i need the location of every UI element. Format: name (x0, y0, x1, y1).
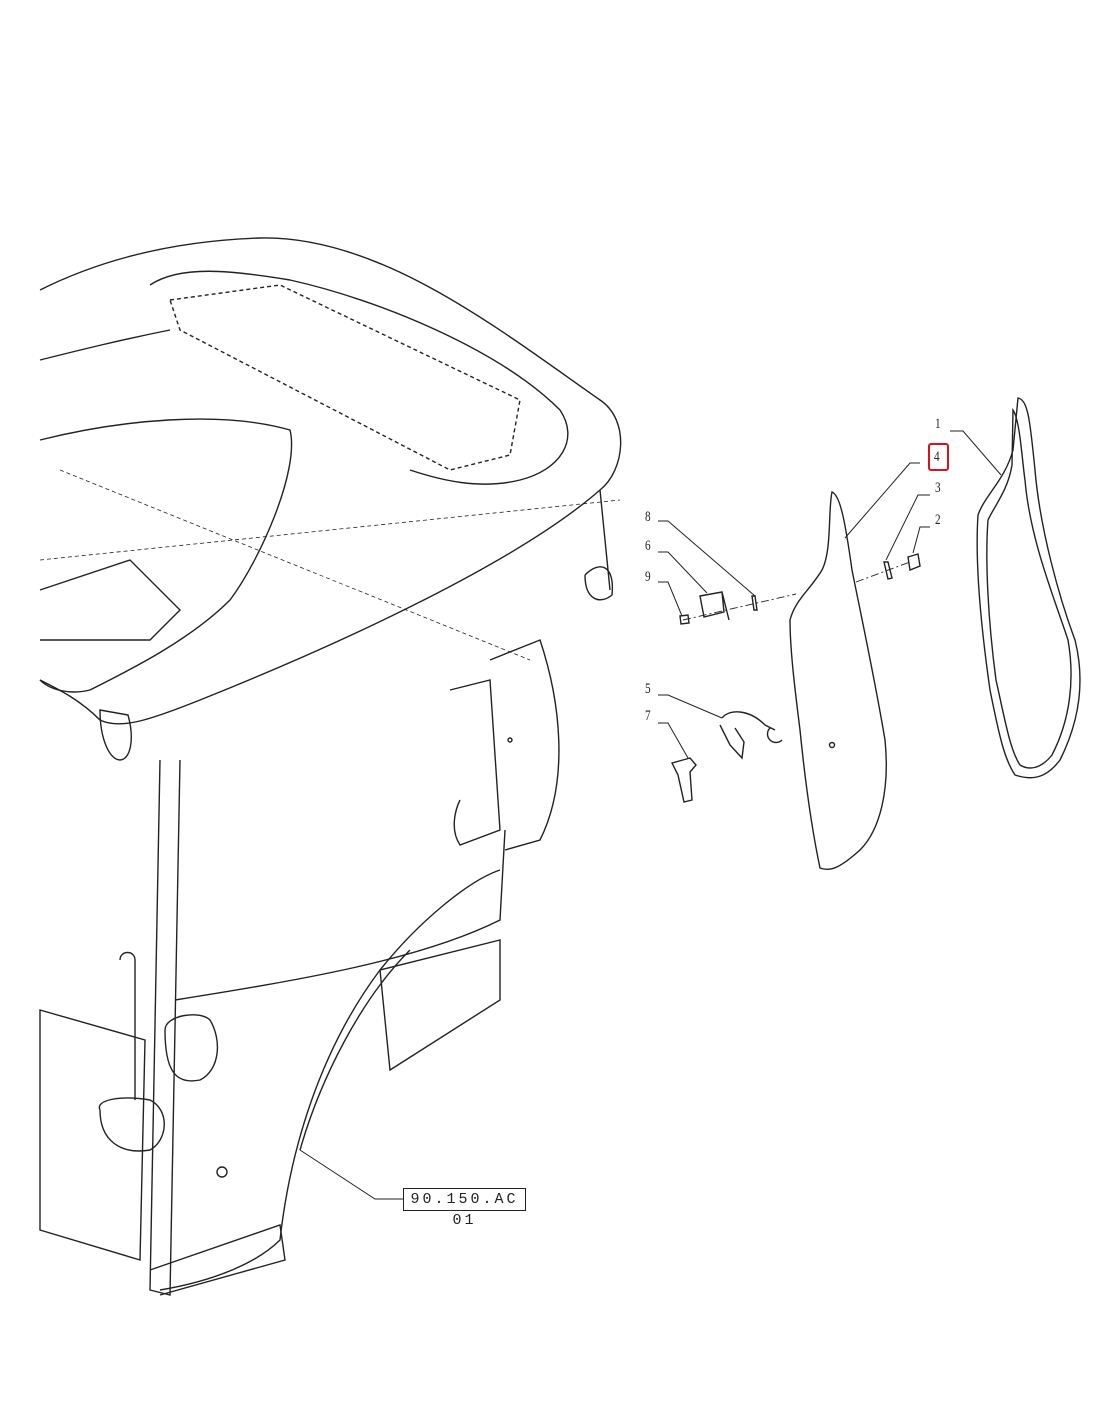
part-7-hinge (670, 757, 697, 803)
callout-4[interactable]: 4 (934, 449, 940, 465)
part-4-door-glass (789, 491, 887, 871)
part-3-gasket (883, 561, 893, 580)
cab-body (39, 639, 560, 1296)
callout-2[interactable]: 2 (935, 512, 941, 528)
callout-8[interactable]: 8 (645, 509, 651, 525)
part-8-pin (751, 595, 758, 611)
part-2-nut (907, 553, 921, 571)
part-6-bracket (699, 591, 730, 621)
callout-9[interactable]: 9 (645, 569, 651, 585)
callout-6[interactable]: 6 (645, 538, 651, 554)
cab-roof (39, 237, 622, 761)
reference-label[interactable]: 90.150.AC 01 (403, 1188, 526, 1229)
callout-4-highlight (928, 443, 949, 471)
part-5-latch (719, 711, 783, 760)
callout-3[interactable]: 3 (935, 480, 941, 496)
callout-1[interactable]: 1 (935, 416, 941, 432)
callout-5[interactable]: 5 (645, 681, 651, 697)
leader-lines (299, 430, 1002, 1200)
callout-7[interactable]: 7 (645, 708, 651, 724)
part-9-spacer (679, 614, 690, 625)
part-1-window-seal (976, 397, 1081, 779)
